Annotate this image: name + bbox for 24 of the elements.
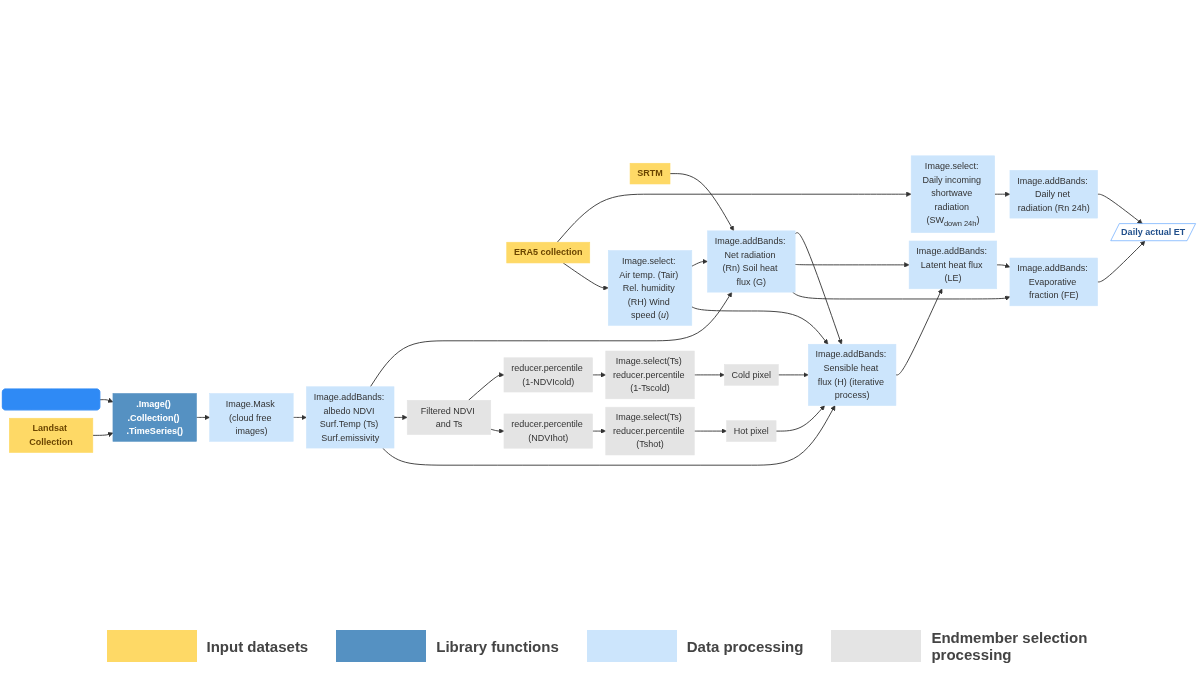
node-box: reducer.percentile (NDVIhot) xyxy=(503,413,593,449)
node-box: Image.addBands: Evaporative fraction (FE) xyxy=(1009,257,1098,307)
node-box: Image.addBands: albedo NDVI Surf.Temp (Ts) Surf.emissivity xyxy=(306,386,395,449)
node-box: Cold pixel xyxy=(724,364,779,386)
node-box: Image.addBands: Net radiation (Rn) Soil heat flux (G) xyxy=(707,230,796,293)
legend-label: Data processing xyxy=(686,637,804,655)
node-box: Image.addBands: Daily net radiation (Rn 24h) xyxy=(1009,170,1098,219)
node-box: Image.Mask (cloud free images) xyxy=(209,393,294,442)
node-box: Image.select(Ts) reducer.percentile (Tshot) xyxy=(605,406,695,456)
node-box: Hot pixel xyxy=(726,420,777,442)
node-box: Image.addBands: Latent heat flux (LE) xyxy=(908,240,998,290)
node-box: ERA5 collection xyxy=(506,241,591,264)
node-box: Filtered NDVI and Ts xyxy=(406,400,492,435)
node-box: reducer.percentile (1-NDVIcold) xyxy=(503,357,593,393)
node-box: Image.select(Ts) reducer.percentile (1-Tscold) xyxy=(605,350,695,400)
legend-label: Input datasets xyxy=(206,637,309,655)
node-box: .Image() .Collection() .TimeSeries() xyxy=(112,393,197,442)
legend-label: Library functions xyxy=(436,637,559,655)
legend-label: Endmember selection processing xyxy=(931,629,1089,663)
node-box: Landsat Collection xyxy=(9,417,94,453)
node-box: Image.select: Daily incoming shortwave radiation (SW$_{down 24h}$) xyxy=(910,155,995,233)
node-box: Image.addBands: Sensible heat flux (H) (iterative process) xyxy=(808,343,897,406)
node-box: Image.select: Air temp. (Tair) Rel. humidity (RH) Wind speed (u) xyxy=(608,250,693,326)
node-box: SRTM xyxy=(629,162,671,185)
